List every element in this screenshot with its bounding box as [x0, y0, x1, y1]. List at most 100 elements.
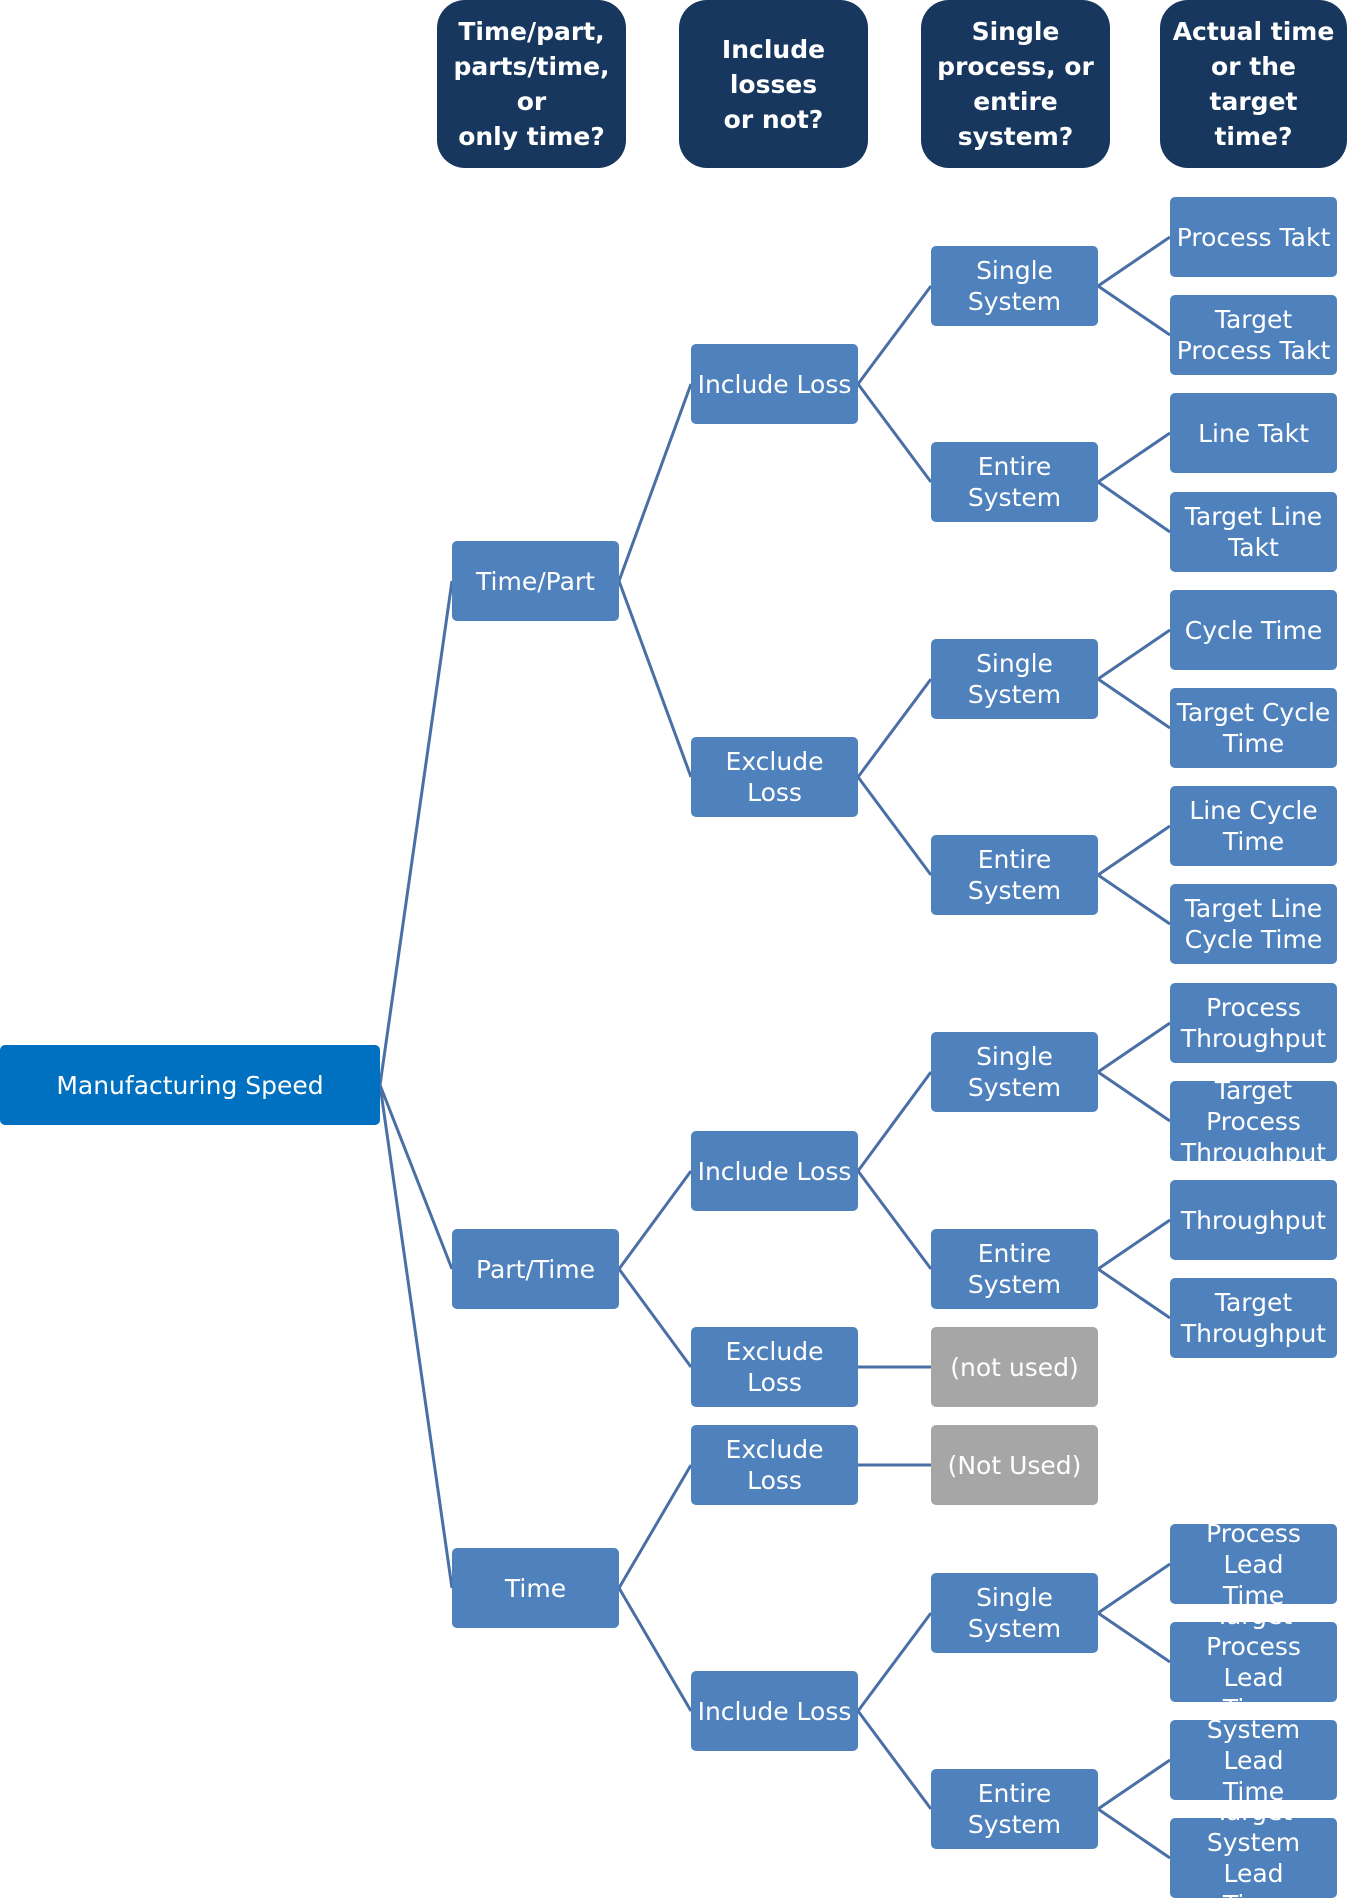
- node-not-used: (not used): [931, 1327, 1098, 1407]
- leaf-target-process-lead-time: Target Process Lead Time: [1170, 1622, 1337, 1702]
- connector-line: [617, 1464, 693, 1589]
- connector-line: [856, 1612, 933, 1712]
- connector-line: [1097, 1611, 1171, 1664]
- connector-line: [1097, 431, 1171, 484]
- leaf-system-lead-time: System Lead Time: [1170, 1720, 1337, 1800]
- node-label: (Not Used): [947, 1450, 1082, 1480]
- node-label: Manufacturing Speed: [56, 1070, 324, 1100]
- node-label: Entire System: [967, 452, 1062, 512]
- node-label: Include Loss: [697, 369, 852, 399]
- node-label: Single System: [967, 1583, 1062, 1643]
- node-label: Target Throughput: [1180, 1288, 1327, 1348]
- node-label: Include Loss: [697, 1156, 852, 1186]
- connector-line: [856, 1710, 933, 1810]
- node-label: Include Loss: [697, 1696, 852, 1726]
- node-label: Target Line Cycle Time: [1184, 894, 1323, 954]
- connector-line: [856, 285, 933, 385]
- node-entire-system: Entire System: [931, 1769, 1098, 1849]
- node-label: Time/Part: [476, 566, 595, 596]
- connector-line: [1097, 873, 1171, 926]
- connector-line: [617, 1170, 693, 1270]
- node-label: Exclude Loss: [725, 1435, 824, 1495]
- node-include-loss: Include Loss: [691, 1671, 858, 1751]
- node-label: System Lead Time: [1206, 1720, 1301, 1800]
- connector-line: [1097, 1070, 1171, 1123]
- node-label: Single System: [967, 256, 1062, 316]
- node-label: Entire System: [967, 845, 1062, 905]
- header-actual-or-target: Actual time or the target time?: [1160, 0, 1347, 168]
- node-label: Single System: [967, 1042, 1062, 1102]
- node-label: (not used): [950, 1352, 1079, 1382]
- connector-line: [1097, 1267, 1171, 1320]
- node-label: Exclude Loss: [725, 1337, 824, 1397]
- node-label: Target Process Throughput: [1180, 1081, 1327, 1161]
- connector-line: [1097, 480, 1171, 534]
- node-label: Target Process Takt: [1176, 305, 1331, 365]
- header-include-losses-label: Include losses or not?: [721, 34, 826, 134]
- leaf-cycle-time: Cycle Time: [1170, 590, 1337, 670]
- node-part-time: Part/Time: [452, 1229, 619, 1309]
- connector-line: [1097, 1807, 1171, 1860]
- connector-line: [856, 776, 933, 876]
- node-label: Line Cycle Time: [1189, 796, 1318, 856]
- node-label: Throughput: [1180, 1205, 1327, 1235]
- node-exclude-loss: Exclude Loss: [691, 1425, 858, 1505]
- leaf-process-throughput: Process Throughput: [1170, 983, 1337, 1063]
- connector-line: [856, 1170, 933, 1270]
- node-label: Entire System: [967, 1239, 1062, 1299]
- node-label: Process Takt: [1176, 222, 1331, 252]
- node-include-loss: Include Loss: [691, 344, 858, 424]
- leaf-throughput: Throughput: [1170, 1180, 1337, 1260]
- connector-line: [1097, 1021, 1171, 1074]
- node-single-system: Single System: [931, 639, 1098, 719]
- leaf-line-takt: Line Takt: [1170, 393, 1337, 473]
- node-label: Process Throughput: [1180, 993, 1327, 1053]
- header-time-or-parts-label: Time/part, parts/time, or only time?: [453, 17, 610, 151]
- node-time: Time: [452, 1548, 619, 1628]
- connector-line: [1097, 235, 1171, 288]
- leaf-target-system-lead-time: Target System Lead Time: [1170, 1818, 1337, 1898]
- leaf-line-cycle-time: Line Cycle Time: [1170, 786, 1337, 866]
- node-label: Single System: [967, 649, 1062, 709]
- header-include-losses: Include losses or not?: [679, 0, 868, 168]
- node-label: Time: [504, 1573, 567, 1603]
- node-label: Process Lead Time: [1206, 1524, 1301, 1604]
- node-not-used: (Not Used): [931, 1425, 1098, 1505]
- node-label: Line Takt: [1198, 418, 1309, 448]
- connector-line: [1097, 824, 1171, 877]
- node-label: Cycle Time: [1184, 615, 1323, 645]
- node-entire-system: Entire System: [931, 835, 1098, 915]
- connector-line: [1097, 628, 1171, 681]
- leaf-target-line-cycle-time: Target Line Cycle Time: [1170, 884, 1337, 964]
- node-label: Exclude Loss: [725, 747, 824, 807]
- connector-line: [1097, 1758, 1171, 1811]
- leaf-target-throughput: Target Throughput: [1170, 1278, 1337, 1358]
- connector-line: [378, 1084, 454, 1589]
- node-entire-system: Entire System: [931, 1229, 1098, 1309]
- leaf-target-process-takt: Target Process Takt: [1170, 295, 1337, 375]
- header-single-or-entire-label: Single process, or entire system?: [937, 17, 1094, 151]
- node-entire-system: Entire System: [931, 442, 1098, 522]
- connector-line: [856, 383, 933, 483]
- leaf-target-line-takt: Target Line Takt: [1170, 492, 1337, 572]
- node-single-system: Single System: [931, 1573, 1098, 1653]
- connector-line: [856, 1071, 933, 1172]
- node-exclude-loss: Exclude Loss: [691, 1327, 858, 1407]
- node-exclude-loss: Exclude Loss: [691, 737, 858, 817]
- node-label: Target Line Takt: [1184, 502, 1323, 562]
- node-label: Target Process Lead Time: [1206, 1622, 1301, 1702]
- leaf-target-cycle-time: Target Cycle Time: [1170, 688, 1337, 768]
- node-label: Target System Lead Time: [1206, 1818, 1301, 1898]
- node-single-system: Single System: [931, 246, 1098, 326]
- connector-line: [1097, 1218, 1171, 1271]
- leaf-target-process-throughput: Target Process Throughput: [1170, 1081, 1337, 1161]
- connector-line: [378, 580, 454, 1086]
- connector-line: [1097, 284, 1171, 337]
- node-time-part: Time/Part: [452, 541, 619, 621]
- node-manufacturing-speed: Manufacturing Speed: [0, 1045, 380, 1125]
- leaf-process-takt: Process Takt: [1170, 197, 1337, 277]
- node-include-loss: Include Loss: [691, 1131, 858, 1211]
- connector-line: [378, 1084, 454, 1270]
